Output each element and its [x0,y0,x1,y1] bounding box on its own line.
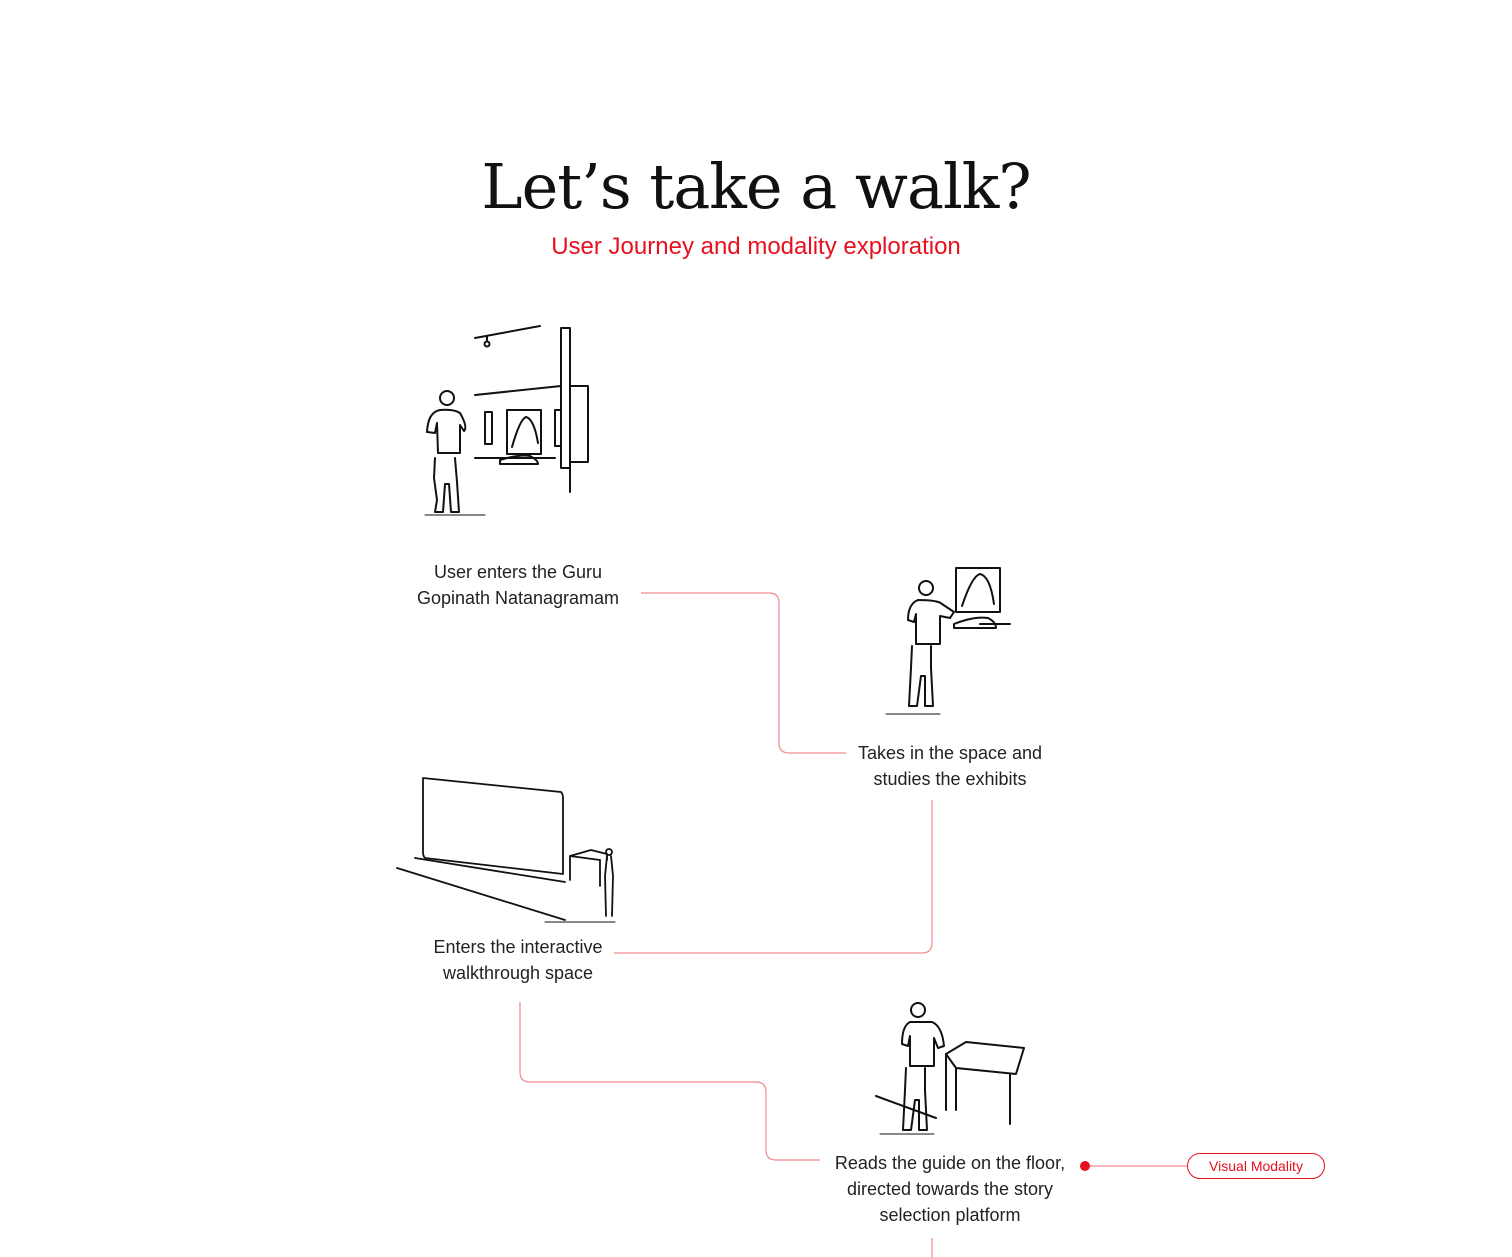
step-caption: Takes in the space and studies the exhib… [830,740,1070,792]
screen-room-illustration [395,770,625,930]
connector-step2-step3 [614,800,932,953]
visual-modality-badge: Visual Modality [1187,1153,1325,1179]
connector-step1-step2 [641,593,846,753]
exhibit-viewer-illustration [880,560,1020,720]
gallery-visitor-illustration [415,320,595,520]
step-caption: User enters the Guru Gopinath Natanagram… [398,559,638,611]
platform-illustration [870,1000,1030,1140]
step-caption: Reads the guide on the floor, directed t… [806,1150,1094,1228]
step-caption: Enters the interactive walkthrough space [398,934,638,986]
connector-step3-step4 [520,1002,820,1160]
